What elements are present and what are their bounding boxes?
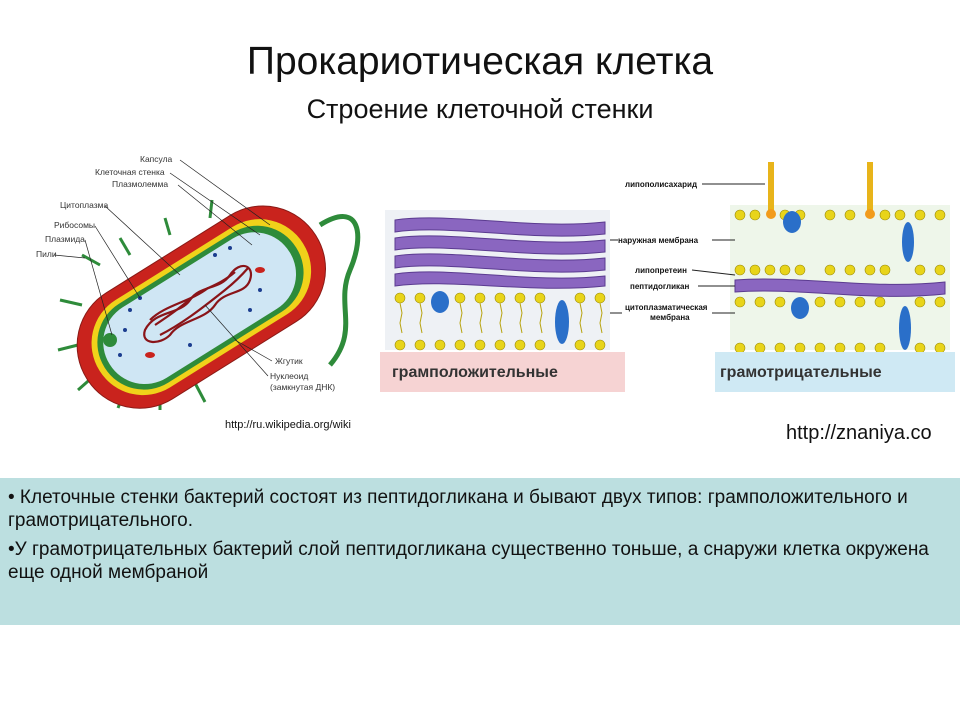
label-flagellum: Жгутик [275, 356, 303, 366]
info-line-1: • Клеточные стенки бактерий состоят из п… [8, 486, 960, 532]
label-cytoplasm: Цитоплазма [60, 200, 108, 210]
label-plasmalemma: Плазмолемма [112, 179, 168, 189]
source-link-left[interactable]: http://ru.wikipedia.org/wiki [225, 419, 351, 431]
cell-wall-diagram: грамположительные грамотрицательные [380, 150, 960, 400]
gram-positive-label: грамположительные [392, 364, 558, 381]
gram-positive-panel: грамположительные [380, 210, 625, 392]
plasmid-shape [103, 333, 117, 347]
membrane-protein-gp-1 [431, 291, 449, 313]
membrane-protein-gp-2 [555, 300, 569, 344]
label-cyto-membrane-1: цитоплазматическая [625, 303, 708, 312]
flagellum-shape [320, 217, 358, 365]
label-outer-membrane: наружная мембрана [618, 236, 699, 245]
label-lps: липополисахарид [625, 180, 697, 189]
label-plasmid: Плазмида [45, 234, 85, 244]
label-peptidoglycan: пептидогликан [630, 282, 690, 291]
label-cell-wall: Клеточная стенка [95, 167, 165, 177]
wall-labels: липополисахарид наружная мембрана липопр… [618, 180, 708, 322]
page-title: Прокариотическая клетка [0, 40, 960, 84]
gram-negative-label: грамотрицательные [720, 364, 882, 381]
label-cyto-membrane-2: мембрана [650, 313, 690, 322]
source-link-right[interactable]: http://znaniya.co [786, 422, 932, 445]
label-pili: Пили [36, 249, 57, 259]
label-capsule: Капсула [140, 154, 173, 164]
info-box: • Клеточные стенки бактерий состоят из п… [0, 478, 960, 625]
prokaryotic-cell-diagram: Капсула Клеточная стенка Плазмолемма Цит… [30, 140, 380, 420]
label-lipoprotein: липопретеин [635, 266, 687, 275]
label-nucleoid-note: (замкнутая ДНК) [270, 382, 335, 392]
gram-negative-panel: грамотрицательные [715, 162, 955, 392]
label-nucleoid: Нуклеоид [270, 371, 308, 381]
info-line-2: •У грамотрицательных бактерий слой пепти… [8, 538, 960, 584]
page-subtitle: Строение клеточной стенки [0, 94, 960, 125]
label-ribosomes: Рибосомы [54, 220, 95, 230]
